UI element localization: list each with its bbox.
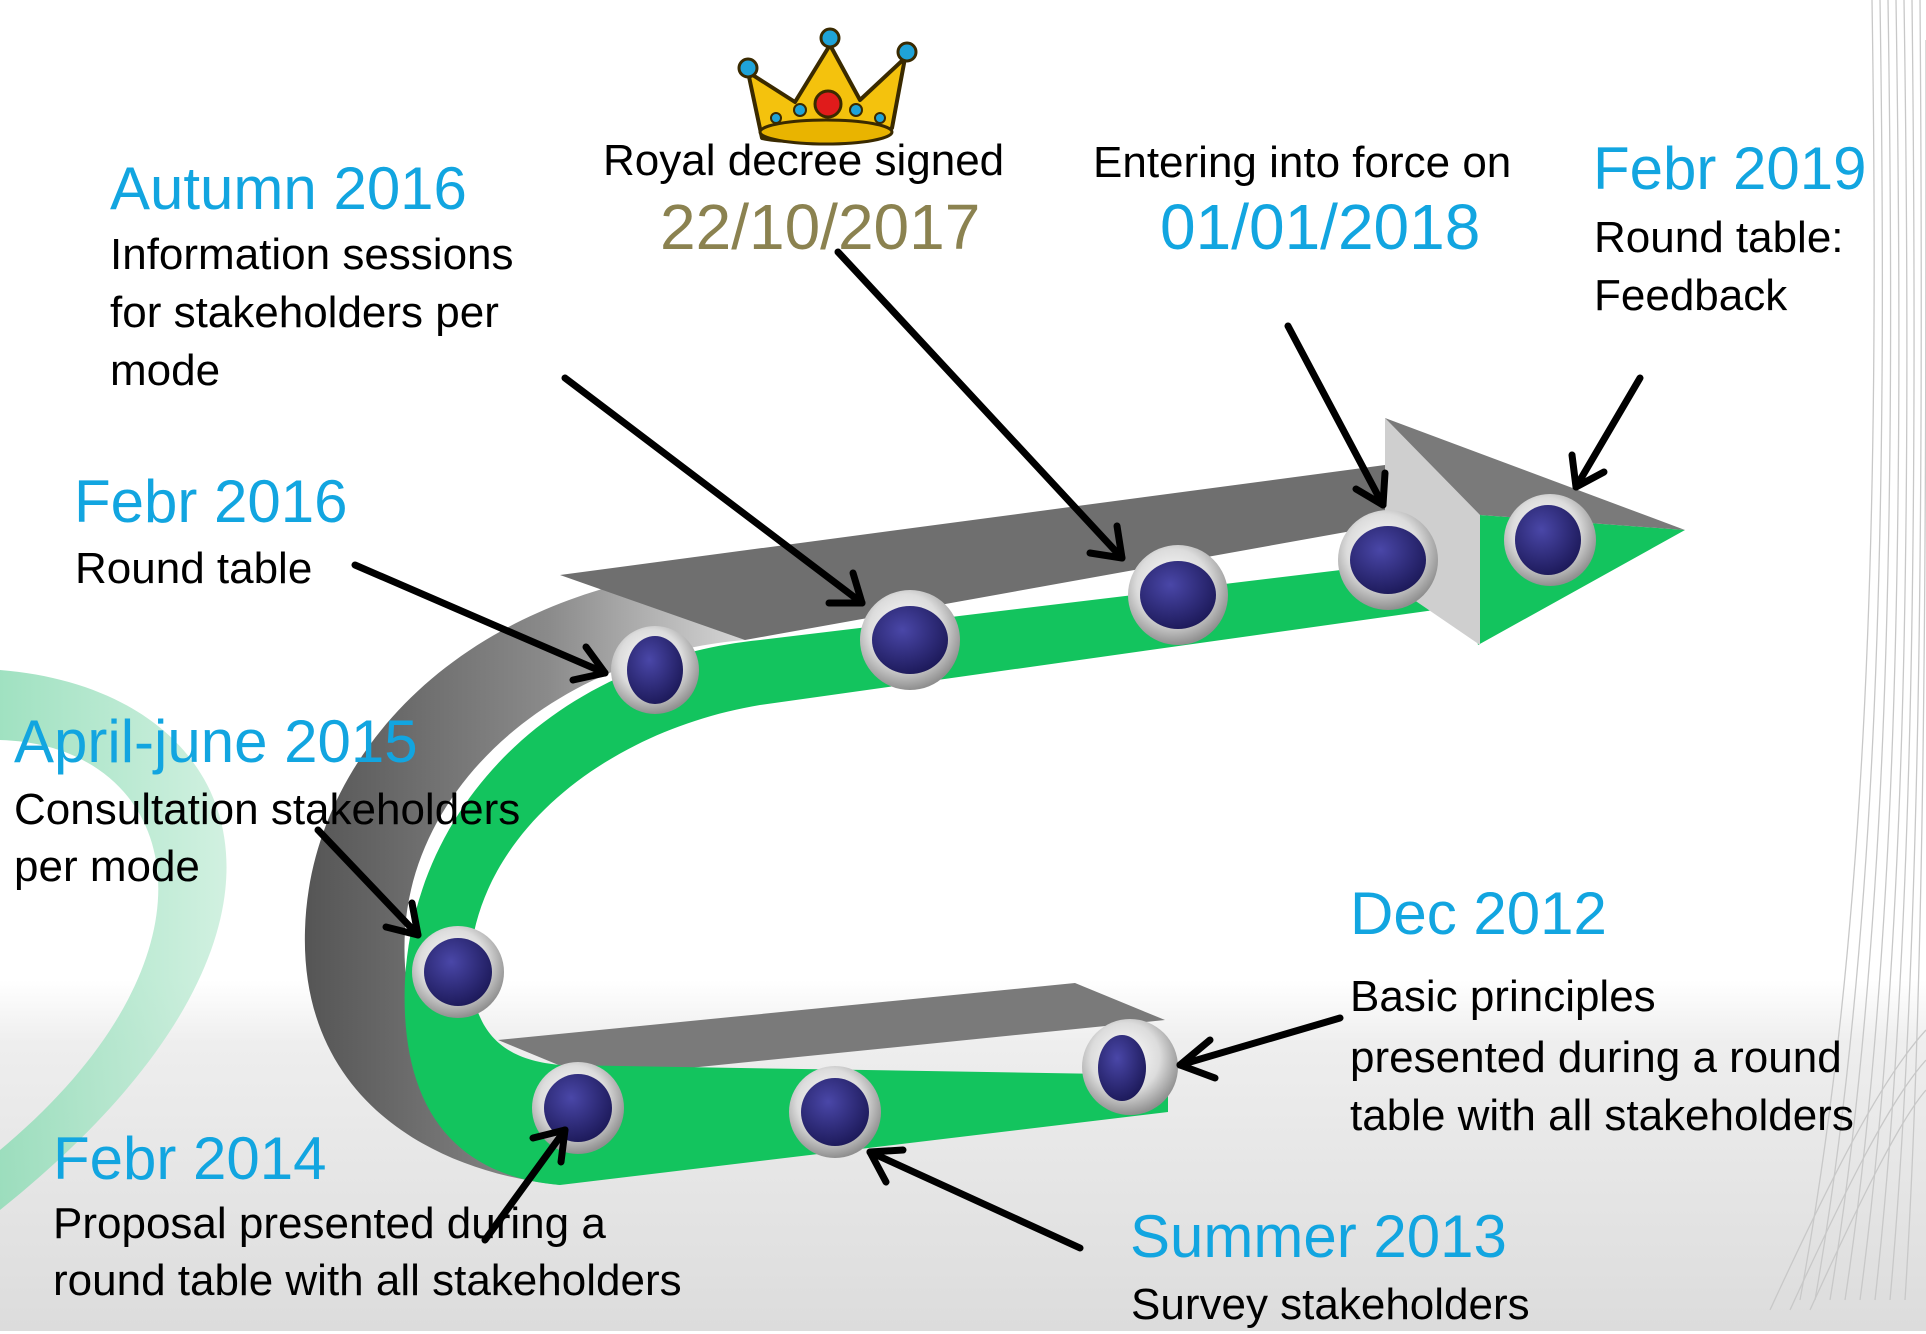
pointer-arrows	[314, 248, 1644, 1252]
event-date-febr-2014: Febr 2014	[53, 1125, 327, 1192]
marker-dot	[627, 636, 683, 704]
event-desc-febr-2019-line1: Round table:	[1594, 213, 1844, 262]
event-date-april-june-2015: April-june 2015	[14, 708, 418, 775]
event-desc-autumn-2016-line2: for stakeholders per	[110, 288, 499, 337]
event-desc-summer-2013: Survey stakeholders	[1131, 1280, 1530, 1329]
royal-decree-label: Royal decree signed	[603, 136, 1005, 185]
royal-decree-date: 22/10/2017	[660, 191, 981, 263]
marker-dot	[1140, 561, 1216, 629]
marker-dot	[544, 1074, 612, 1142]
event-desc-autumn-2016-line1: Information sessions	[110, 230, 514, 279]
marker-dot	[801, 1078, 869, 1146]
entry-into-force-date: 01/01/2018	[1160, 191, 1481, 263]
event-desc-febr-2014-line2: round table with all stakeholders	[53, 1256, 682, 1305]
marker-dot	[1515, 505, 1581, 575]
event-desc-autumn-2016-line3: mode	[110, 346, 221, 395]
bottom-arm-top-face	[498, 983, 1165, 1078]
marker-dot	[1350, 526, 1426, 594]
event-desc-april-june-2015-line2: per mode	[14, 842, 200, 891]
marker-dot	[872, 606, 948, 674]
event-date-febr-2019: Febr 2019	[1593, 135, 1867, 202]
event-date-summer-2013: Summer 2013	[1130, 1203, 1507, 1270]
green-arrow-band	[404, 515, 1686, 1185]
event-desc-febr-2016: Round table	[75, 544, 313, 593]
top-arm-top-face	[560, 465, 1385, 640]
entry-into-force-label: Entering into force on	[1093, 138, 1512, 187]
decorative-lines	[1769, 0, 1926, 1311]
event-desc-febr-2014-line1: Proposal presented during a	[53, 1199, 606, 1248]
arrowhead-top-face	[1385, 418, 1685, 530]
marker-dot	[424, 938, 492, 1006]
event-markers	[412, 494, 1596, 1158]
marker-dot	[1098, 1035, 1146, 1101]
event-date-dec-2012: Dec 2012	[1350, 880, 1607, 947]
event-desc-dec-2012-line2: presented during a round	[1350, 1033, 1842, 1082]
decorative-arc	[0, 670, 227, 1210]
event-date-autumn-2016: Autumn 2016	[110, 155, 467, 222]
event-desc-dec-2012-line3: table with all stakeholders	[1350, 1091, 1854, 1140]
event-desc-dec-2012-line1: Basic principles	[1350, 972, 1656, 1021]
crown-icon	[737, 27, 918, 146]
event-date-febr-2016: Febr 2016	[74, 468, 348, 535]
event-desc-febr-2019-line2: Feedback	[1594, 271, 1788, 320]
event-desc-april-june-2015-line1: Consultation stakeholders	[14, 785, 521, 834]
